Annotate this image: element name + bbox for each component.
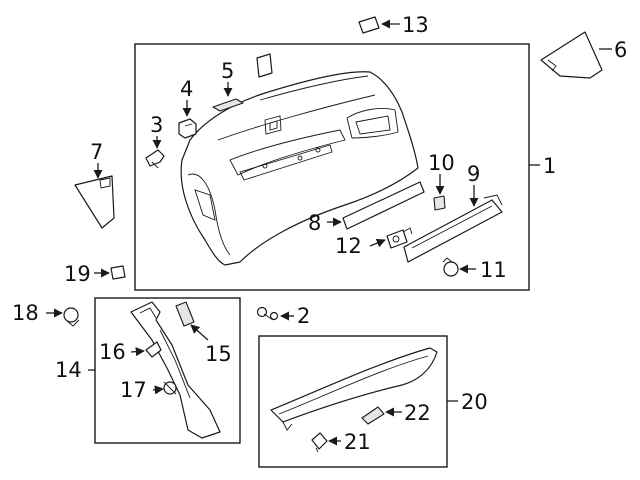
clip-part-10 [433, 195, 446, 211]
retainer-part-15 [175, 301, 195, 327]
callout-5: 5 [221, 59, 234, 83]
grommet-part-17 [163, 381, 177, 395]
liftgate-group-box [134, 43, 530, 291]
lamp-bar-part-9 [403, 194, 503, 263]
callout-14: 14 [55, 358, 82, 382]
callout-12: 12 [335, 234, 362, 258]
clip-part-3 [145, 149, 165, 169]
callout-2: 2 [297, 304, 310, 328]
callout-7: 7 [90, 140, 103, 164]
spoiler-part-20 [270, 347, 438, 431]
callout-6: 6 [614, 38, 627, 62]
corner-trim-part-7 [74, 175, 115, 229]
push-fastener-part-11 [442, 257, 459, 277]
pillar-trim-part-14 [130, 301, 221, 439]
switch-part-12 [386, 227, 413, 249]
clip-part-19 [110, 265, 126, 280]
clip-part-21 [311, 432, 328, 453]
callout-17: 17 [120, 378, 147, 402]
callout-15: 15 [205, 342, 232, 366]
callout-20: 20 [461, 390, 488, 414]
screw-part-2 [256, 306, 279, 321]
side-cover-part-6 [540, 31, 603, 79]
callout-8: 8 [308, 211, 321, 235]
liftgate-trim-panel [180, 71, 419, 266]
callout-18: 18 [12, 301, 39, 325]
callout-4: 4 [180, 77, 193, 101]
callout-22: 22 [404, 401, 431, 425]
callout-10: 10 [428, 151, 455, 175]
cap-part-22 [361, 406, 385, 425]
callout-1: 1 [543, 154, 556, 178]
callout-3: 3 [150, 113, 163, 137]
callout-11: 11 [480, 258, 507, 282]
mounting-bracket [256, 53, 273, 78]
leader-lines [46, 19, 612, 446]
trim-strip-part-8 [342, 181, 425, 230]
cap-part-5 [212, 98, 244, 112]
callout-9: 9 [467, 162, 480, 186]
clip-part-13 [358, 16, 380, 34]
fastener-part-4 [178, 118, 197, 139]
pillar-trim-group-box [94, 297, 241, 444]
callout-13: 13 [402, 13, 429, 37]
push-pin-part-18 [63, 307, 80, 327]
clip-part-16 [145, 341, 162, 358]
callout-19: 19 [64, 262, 91, 286]
callout-21: 21 [344, 430, 371, 454]
callout-16: 16 [99, 340, 126, 364]
